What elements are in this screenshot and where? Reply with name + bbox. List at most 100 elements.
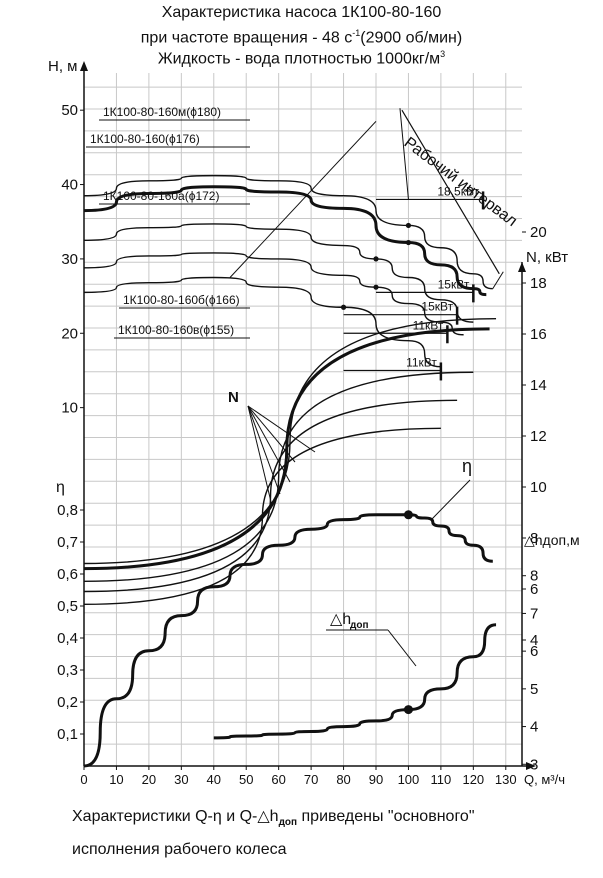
dh-marker-sub: доп — [350, 620, 369, 631]
n-marker-leader — [247, 405, 273, 507]
n-axis-label: N, кВт — [526, 249, 568, 266]
h-curve-label: 1К100-80-160а(ϕ172) — [103, 189, 219, 203]
marker-point — [403, 705, 413, 715]
n-marker-leader — [247, 405, 316, 453]
eta-tick-label: 0,4 — [57, 630, 78, 647]
n-tick-label: 16 — [530, 326, 547, 343]
x-tick-label: 120 — [462, 772, 484, 787]
series-line-8 — [83, 399, 458, 593]
marker-point — [405, 222, 412, 229]
x-tick-label: 50 — [239, 772, 253, 787]
fluid-text: Жидкость - вода плотностью 1000кг/м — [157, 50, 441, 68]
x-tick-label: 100 — [398, 772, 420, 787]
footer-text-a: Характеристики Q-η и Q-△h — [72, 808, 279, 825]
working-range-label: Рабочий интервал — [401, 134, 520, 230]
h-tick-label: 50 — [61, 102, 78, 119]
h-curve-label: 1К100-80-160м(ϕ180) — [103, 105, 221, 119]
n-marker-leader — [247, 405, 291, 483]
eta-tick-label: 0,8 — [57, 502, 78, 519]
eta-tick-label: 0,5 — [57, 598, 78, 615]
series-line-2 — [83, 223, 474, 323]
series-line-1 — [83, 185, 487, 297]
footer-note-1: Характеристики Q-η и Q-△hдоп приведены "… — [72, 806, 475, 828]
footer-text-b: приведены "основного" — [297, 808, 475, 825]
eta-tick-label: 0,7 — [57, 534, 78, 551]
power-label: 11кВт — [406, 355, 437, 369]
marker-point — [403, 510, 413, 520]
h-tick-label: 10 — [61, 400, 78, 417]
marker-point — [340, 304, 347, 310]
n-tick-label: 14 — [530, 377, 547, 394]
x-tick-label: 10 — [109, 772, 123, 787]
h-tick-label: 20 — [61, 325, 78, 342]
dh-tick-label: 8 — [530, 568, 538, 585]
x-tick-label: 20 — [142, 772, 156, 787]
marker-point — [405, 239, 412, 246]
n-tick-label: 20 — [530, 224, 547, 241]
series-line-10 — [83, 513, 493, 768]
n-tick-label: 6 — [530, 581, 538, 598]
n-tick-label: 4 — [530, 632, 538, 649]
x-tick-label: 30 — [174, 772, 188, 787]
working-range-line — [401, 109, 500, 275]
series-line-7 — [83, 371, 474, 583]
dh-tick-label: 3 — [530, 756, 538, 773]
chart-title: Характеристика насоса 1К100-80-160 — [0, 4, 603, 22]
marker-point — [373, 284, 379, 290]
speed-text: при частоте вращения - 48 с — [140, 29, 353, 47]
eta-marker-label: η — [462, 456, 472, 476]
series-line-3 — [83, 252, 464, 336]
n-tick-label: 8 — [530, 530, 538, 547]
n-tick-label: 10 — [530, 479, 547, 496]
n-tick-label: 18 — [530, 275, 547, 292]
bottom-axis-arrow — [526, 762, 536, 770]
x-tick-label: 90 — [369, 772, 383, 787]
n-marker-label: N — [228, 389, 239, 406]
x-tick-label: 0 — [80, 772, 87, 787]
dh-marker-label: △h — [330, 611, 351, 628]
chart-subtitle-fluid: Жидкость - вода плотностью 1000кг/м3 — [0, 45, 603, 68]
eta-tick-label: 0,6 — [57, 566, 78, 583]
h-curve-label: 1К100-80-160(ϕ176) — [90, 132, 200, 146]
h-tick-label: 40 — [61, 177, 78, 194]
dh-tick-label: 6 — [530, 643, 538, 660]
dh-marker-leader — [387, 629, 417, 667]
speed-rpm: (2900 об/мин) — [360, 29, 463, 47]
eta-marker-leader — [431, 479, 471, 520]
eta-tick-label: 0,1 — [57, 726, 78, 743]
footer-line-2: исполнения рабочего колеса — [72, 841, 287, 858]
power-label: 15кВт — [421, 300, 453, 314]
h-family-leader — [229, 120, 377, 278]
working-range-leader-left — [399, 108, 409, 200]
x-tick-label: 70 — [304, 772, 318, 787]
n-marker-leader — [247, 405, 281, 495]
left-axis-arrow — [80, 61, 88, 71]
x-axis-label: Q, м³/ч — [524, 772, 565, 787]
n-marker-leader — [247, 405, 296, 463]
n-tick-label: 12 — [530, 428, 547, 445]
footer-sub: доп — [278, 817, 298, 829]
power-label: 11кВт — [413, 318, 444, 332]
working-range-leader-right — [492, 271, 504, 289]
eta-axis-label: η — [56, 479, 65, 496]
right-axis-arrow — [518, 262, 526, 272]
dh-tick-label: 7 — [530, 605, 538, 622]
h-curve-label: 1К100-80-160в(ϕ155) — [118, 323, 234, 337]
h-tick-label: 30 — [61, 251, 78, 268]
power-label: 15кВт — [438, 277, 470, 291]
dh-tick-label: 4 — [530, 719, 538, 736]
x-tick-label: 130 — [495, 772, 517, 787]
chart-subtitle-speed: при частоте вращения - 48 с-1(2900 об/ми… — [0, 24, 603, 47]
marker-point — [373, 256, 379, 262]
series-line-11 — [213, 623, 497, 740]
eta-tick-label: 0,2 — [57, 694, 78, 711]
fluid-unit-sup: 3 — [440, 49, 446, 59]
dh-tick-label: 5 — [530, 681, 538, 698]
footer-note-2: исполнения рабочего колеса — [72, 841, 287, 859]
x-tick-label: 80 — [336, 772, 350, 787]
dh-axis-label: △hдоп,м — [524, 532, 580, 548]
series-line-5 — [83, 318, 497, 565]
x-tick-label: 60 — [271, 772, 285, 787]
title-line-1: Характеристика насоса 1К100-80-160 — [161, 4, 442, 21]
